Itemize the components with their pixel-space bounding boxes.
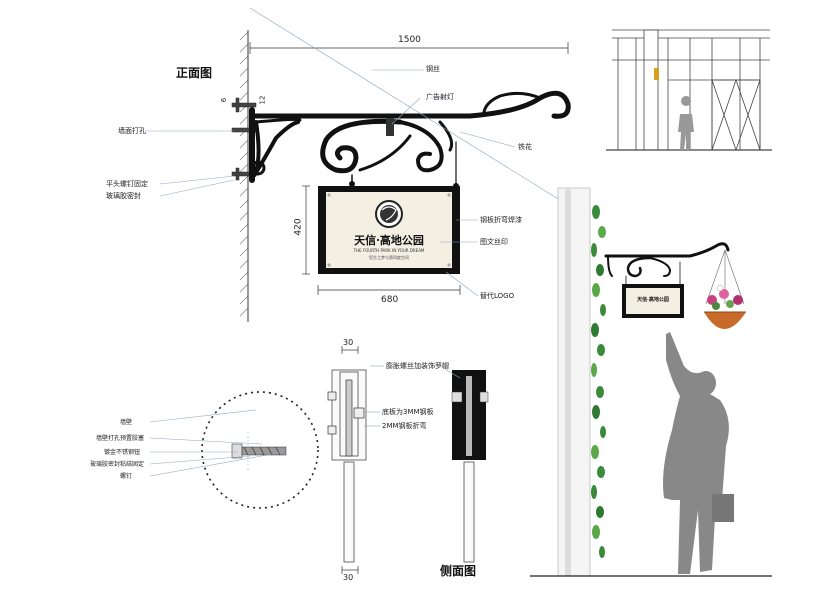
small-sign-name: 天信·高地公园 <box>637 297 669 303</box>
dim-12: 12 <box>258 95 267 105</box>
detail-bolt <box>231 432 287 470</box>
label-plate-bend: 2MM钢板折弯 <box>382 422 427 430</box>
silhouette-person <box>663 332 729 574</box>
label-ad-spotlight: 广告射灯 <box>426 93 454 101</box>
dim-top-30: 30 <box>343 338 354 347</box>
detail-circle <box>201 391 319 509</box>
briefcase <box>712 494 734 522</box>
front-view-title: 正面图 <box>176 66 213 80</box>
label-base-plate: 底板为3MM钢板 <box>382 408 434 416</box>
dim-680: 680 <box>381 295 399 305</box>
label-glass-glue: 玻璃胶密封 <box>106 192 141 200</box>
dim-lines-sign <box>302 185 461 295</box>
dim-420: 420 <box>293 218 304 236</box>
sign-english: THE FOURTH PARK IN YOUR DREAM <box>353 248 425 253</box>
label-steel-plate-weld: 钢板折弯焊漆 <box>480 216 522 224</box>
building-pillar <box>557 187 591 577</box>
label-bolt-nut: 膨胀螺丝加装饰罗帽 <box>386 362 449 370</box>
hanging-basket <box>704 249 746 329</box>
side-view-left <box>327 346 367 574</box>
iron-bracket <box>249 90 571 189</box>
side-view-title: 侧面图 <box>440 564 477 578</box>
label-screw-nail: 螺钉 <box>120 473 133 480</box>
label-wall-body: 墙壁 <box>120 419 133 426</box>
storefront-person <box>678 96 694 150</box>
label-wall-drill: 墙面打孔 <box>118 127 146 135</box>
sign-sub: 您生之梦与第四度空间 <box>369 255 409 260</box>
sign-name: 天信·高地公园 <box>354 234 424 247</box>
dim-1500: 1500 <box>398 35 421 45</box>
storefront-lamp <box>654 68 659 80</box>
side-leaders <box>364 365 461 427</box>
side-view-right <box>451 370 489 563</box>
label-stainless-bolt: 镀金不锈钢钮 <box>104 449 141 456</box>
label-graphic-print: 图文丝印 <box>480 238 508 246</box>
label-wall-hole-glue: 墙壁打孔预置胶塞 <box>96 435 145 442</box>
dim-bottom-30: 30 <box>343 573 354 582</box>
spotlight <box>386 118 394 136</box>
label-replace-logo: 替代LOGO <box>480 292 515 300</box>
front-leaders <box>145 7 561 297</box>
detail-leaders <box>149 409 285 477</box>
dim-1500-line <box>249 42 569 54</box>
label-iron-flower: 铁花 <box>518 143 532 151</box>
small-sign <box>622 284 684 318</box>
small-bracket <box>604 242 730 285</box>
label-steel-wire: 钢丝 <box>426 65 440 73</box>
dim-6: 6 <box>220 97 229 103</box>
ivy-vine <box>591 205 606 558</box>
label-flat-screw: 平头螺钉固定 <box>106 180 148 188</box>
label-glass-glue-fix: 玻璃胶密封粘结固定 <box>90 461 145 468</box>
storefront <box>606 29 772 151</box>
front-sign-board <box>318 186 460 274</box>
